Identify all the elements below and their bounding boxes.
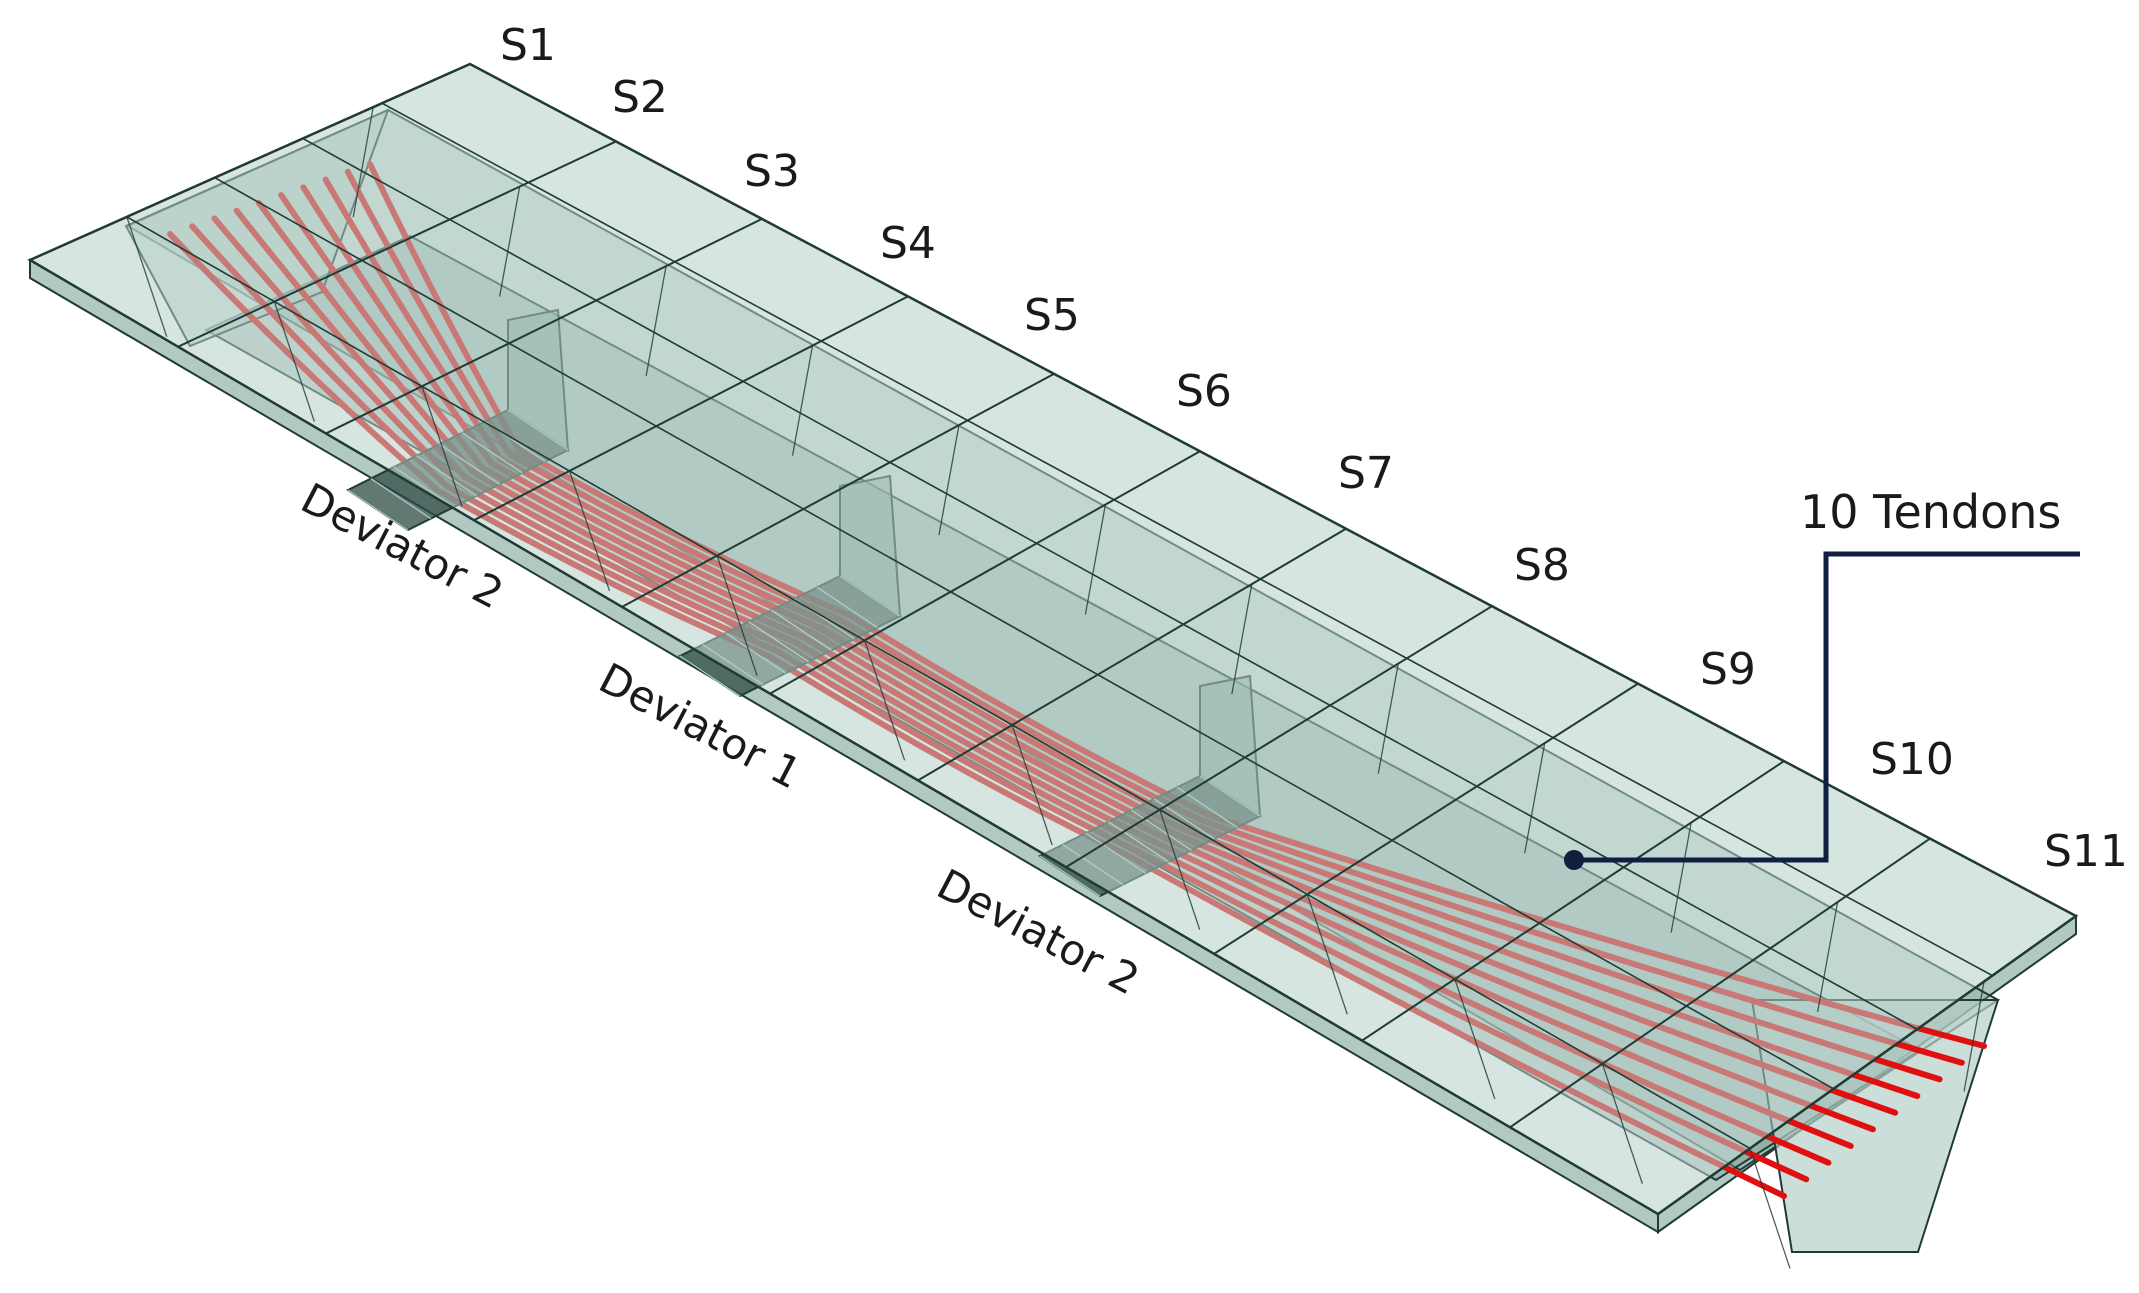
segment-web-line <box>1749 1148 1791 1269</box>
segment-label-s7: S7 <box>1338 448 1394 499</box>
segment-web-line <box>1306 894 1348 1015</box>
deviator-rib <box>679 655 741 697</box>
deck-longitudinal-line <box>214 176 1834 1090</box>
callout-anchor-dot <box>1564 850 1584 870</box>
segment-joint-4 <box>621 372 1055 608</box>
segment-web-line <box>1963 981 1985 1092</box>
segment-joint-0 <box>29 63 471 261</box>
segment-joint-1 <box>177 140 617 348</box>
segment-web-line <box>1231 583 1253 695</box>
segment-label-s3: S3 <box>744 146 800 197</box>
segment-web-line <box>938 424 960 536</box>
segment-joint-8 <box>1213 682 1639 955</box>
segment-web-line <box>568 470 611 592</box>
segment-label-s9: S9 <box>1700 644 1756 695</box>
segment-web-line <box>863 640 906 761</box>
segment-web-line <box>791 345 814 456</box>
segment-label-s6: S6 <box>1176 366 1232 417</box>
segment-web-line <box>1601 1063 1644 1184</box>
segment-web-line <box>716 555 758 676</box>
segment-web-line <box>126 216 168 338</box>
callout-leader-line <box>1574 551 2080 863</box>
segment-label-s2: S2 <box>612 72 668 123</box>
callout-label: 10 Tendons <box>1800 485 2061 539</box>
deviator-rib <box>1039 855 1101 897</box>
segment-web-line <box>1159 809 1201 930</box>
deck-longitudinal-line <box>126 216 1751 1150</box>
segment-label-s11: S11 <box>2044 826 2128 877</box>
segment-web-line <box>1524 742 1546 854</box>
segment-web-line <box>1454 978 1496 1100</box>
segment-joint-7 <box>1065 605 1493 868</box>
segment-label-s1: S1 <box>500 20 556 71</box>
tendon-callout: 10 Tendons <box>1564 485 2080 870</box>
segment-web-line <box>1377 663 1399 774</box>
segment-joint-2 <box>325 218 763 435</box>
segment-web-line <box>1011 724 1053 846</box>
segment-label-s4: S4 <box>880 218 936 269</box>
segment-web-line <box>273 301 315 422</box>
deck-longitudinal-line <box>302 137 1918 1030</box>
segment-label-s5: S5 <box>1024 290 1080 341</box>
segment-label-s8: S8 <box>1514 540 1570 591</box>
segment-joint-11 <box>1657 915 2077 1215</box>
deck-slab <box>27 62 2079 1216</box>
segment-web-line <box>1084 504 1107 615</box>
segment-joint-6 <box>917 527 1347 782</box>
deviator-rib <box>370 477 432 520</box>
segment-joint-9 <box>1361 760 1785 1042</box>
segment-joint-10 <box>1509 837 1931 1129</box>
segment-joints <box>29 63 2077 1269</box>
segment-joint-3 <box>473 295 909 522</box>
segment-joint-5 <box>769 450 1201 695</box>
segment-label-s10: S10 <box>1870 734 1954 785</box>
deck-longitudinal-line <box>381 102 1993 977</box>
segment-web-line <box>499 186 521 297</box>
segment-web-line <box>1816 901 1839 1013</box>
deviator-rib <box>347 489 409 531</box>
segment-web-line <box>645 265 667 377</box>
segment-web-line <box>1670 822 1692 933</box>
top-deck <box>27 62 2079 1216</box>
segment-web-line <box>352 107 374 218</box>
segment-web-line <box>421 386 463 507</box>
